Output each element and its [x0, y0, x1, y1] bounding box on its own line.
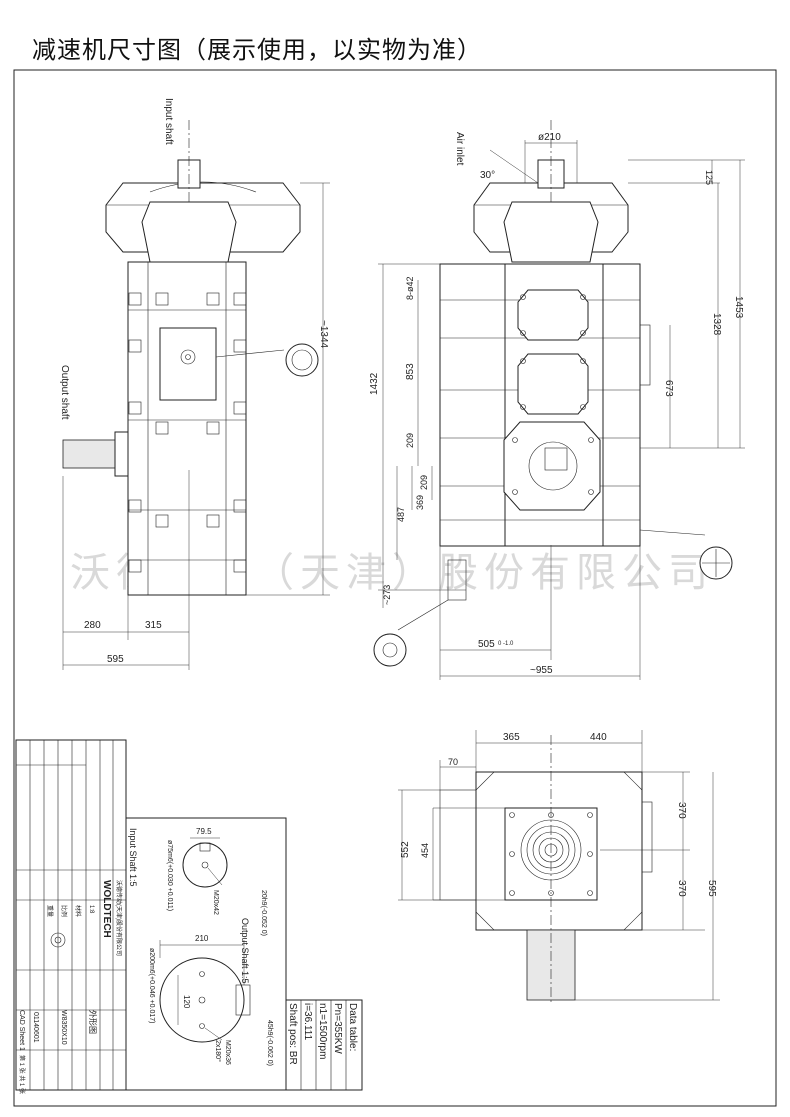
data-table: Data table: Pn=355KW n1=1500rpm i=36.111…: [285, 999, 363, 1091]
dim-853: 853: [405, 363, 416, 380]
dim-673: 673: [663, 380, 674, 397]
ratio: 1:8: [88, 905, 94, 914]
output-shaft-title: Output Shaft 1:5: [240, 918, 250, 984]
input-shaft-label: Input shaft: [163, 98, 174, 145]
bottom-view: 365 440 70 370 370 595 552 454: [398, 730, 720, 1005]
output-dim-45h9: 45h9(-0.062 0): [266, 1020, 273, 1066]
output-dim-m20: M20x36: [224, 1040, 231, 1065]
dim-8-phi42: 8-ø42: [405, 276, 415, 300]
dim-70: 70: [448, 757, 458, 767]
sheet-count: 第 1 张 共 1 张: [18, 1055, 26, 1094]
projection-symbol-icon: [50, 932, 66, 948]
weight-label: 重量: [46, 905, 54, 917]
input-dim-m20: M20x42: [212, 890, 219, 915]
dim-209b: 209: [419, 475, 429, 490]
output-dim-phi200: ø200m6(+0.046 +0.017): [148, 948, 155, 1024]
dim-1328: 1328: [711, 313, 722, 336]
drawing-frame: [13, 69, 777, 1107]
cad-label: CAD Sheet 1: [18, 1010, 25, 1051]
page-title: 减速机尺寸图（展示使用，以实物为准）: [32, 36, 482, 64]
dim-1453: 1453: [733, 296, 744, 319]
data-row-power: Pn=355KW: [332, 1003, 343, 1054]
dim-1432: 1432: [369, 372, 380, 395]
company-name: 沃德传动(天津)股份有限公司: [115, 880, 123, 956]
input-dim-795: 79.5: [196, 827, 212, 836]
dim-365: 365: [503, 732, 520, 743]
data-row-ratio: i=36.111: [302, 1003, 313, 1041]
input-shaft-title: Input Shaft 1:5: [128, 828, 138, 887]
output-shaft-label: Output shaft: [59, 365, 70, 420]
data-row-shaft-pos: Shaft pos: BR: [287, 1003, 298, 1065]
dim-370a: 370: [676, 802, 687, 819]
input-dim-20h9: 20h9(-0.052 0): [260, 890, 267, 936]
dim-552: 552: [400, 841, 411, 858]
dim-487: 487: [396, 507, 406, 522]
dim-125: 125: [704, 170, 714, 185]
title-block: WOLDTECH 沃德传动(天津)股份有限公司 外形图 W8350X10 CAD…: [15, 739, 127, 1094]
data-row-speed: n1=1500rpm: [317, 1003, 328, 1059]
drawing-name: 外形图: [88, 1010, 98, 1034]
dim-315: 315: [145, 620, 162, 631]
dim-209a: 209: [405, 433, 415, 448]
material-label: 材料: [74, 905, 82, 917]
dim-595-front: 595: [107, 654, 124, 665]
scale-label: 比例: [60, 905, 68, 917]
input-dim-phi75: ø75m6(+0.030 +0.011): [166, 840, 173, 911]
dim-369: 369: [415, 495, 425, 510]
dim-440: 440: [590, 732, 607, 743]
dim-273: ~273: [382, 585, 392, 605]
dim-height: ~1344: [318, 320, 329, 349]
dim-505-tol: 0 -1.0: [498, 641, 514, 647]
front-view: ~1344 280 315 595 Input shaft Output sha…: [59, 98, 330, 670]
dim-454: 454: [420, 843, 430, 858]
dim-595-bottom: 595: [706, 880, 717, 897]
company-logo: WOLDTECH: [101, 880, 112, 938]
output-dim-120: 120: [182, 995, 191, 1009]
output-dim-210: 210: [195, 934, 209, 943]
drawing-no: 01140601: [32, 1012, 39, 1043]
air-inlet-label: Air inlet: [454, 132, 465, 166]
dim-370b: 370: [676, 880, 687, 897]
dim-280: 280: [84, 620, 101, 631]
shaft-details: Input Shaft 1:5 79.5 ø75m6(+0.030 +0.011…: [125, 817, 287, 1091]
side-view: ø210 30° Air inlet 125 1453 1328 673 143…: [369, 120, 745, 680]
dim-505: 505: [478, 639, 495, 650]
output-dim-2x180: 2x180°: [214, 1040, 222, 1062]
dim-30deg: 30°: [480, 170, 495, 181]
model-no: W8350X10: [60, 1010, 67, 1045]
data-table-heading: Data table:: [347, 1003, 358, 1051]
dim-phi210: ø210: [538, 132, 561, 143]
dim-955: ~955: [530, 665, 553, 676]
